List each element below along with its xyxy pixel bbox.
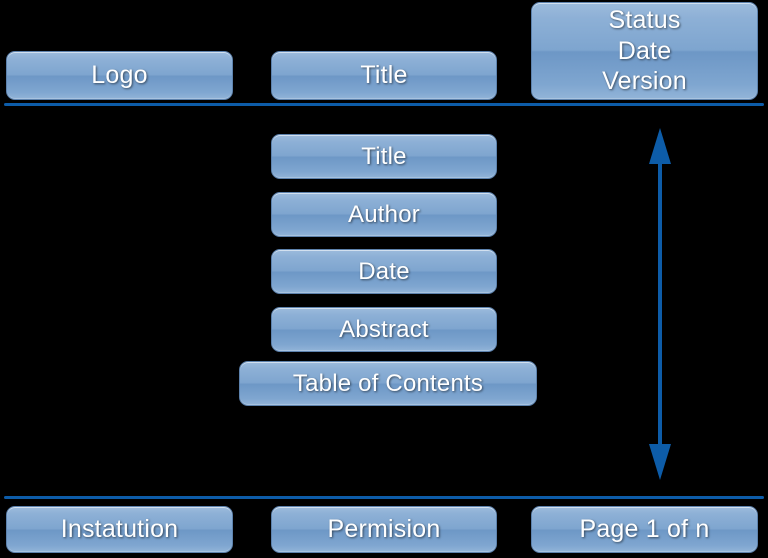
header-logo-block[interactable]: Logo: [6, 51, 233, 100]
header-logo-label: Logo: [91, 61, 148, 90]
body-abstract-block[interactable]: Abstract: [271, 307, 497, 352]
footer-institution-block[interactable]: Instatution: [6, 506, 233, 553]
footer-page-number-label: Page 1 of n: [579, 515, 710, 544]
header-divider-rule: [4, 103, 764, 106]
arrow-head-up-icon: [649, 128, 671, 164]
footer-divider-rule: [4, 496, 764, 499]
footer-page-number-block[interactable]: Page 1 of n: [531, 506, 758, 553]
arrow-shaft: [658, 162, 662, 446]
header-date-label: Date: [617, 36, 672, 65]
footer-institution-label: Instatution: [60, 515, 179, 544]
body-abstract-label: Abstract: [339, 315, 429, 343]
body-title-label: Title: [361, 142, 407, 170]
body-date-label: Date: [358, 257, 410, 285]
header-title-block[interactable]: Title: [271, 51, 497, 100]
body-table-of-contents-block[interactable]: Table of Contents: [239, 361, 537, 406]
header-status-label: Status: [608, 6, 681, 35]
double-headed-arrow-icon: [649, 128, 671, 480]
footer-permission-block[interactable]: Permision: [271, 506, 497, 553]
header-version-label: Version: [602, 67, 687, 96]
body-author-label: Author: [348, 200, 420, 228]
header-title-label: Title: [360, 61, 408, 90]
arrow-head-down-icon: [649, 444, 671, 480]
body-table-of-contents-label: Table of Contents: [292, 369, 484, 397]
body-author-block[interactable]: Author: [271, 192, 497, 237]
body-title-block[interactable]: Title: [271, 134, 497, 179]
footer-permission-label: Permision: [327, 515, 441, 544]
body-date-block[interactable]: Date: [271, 249, 497, 294]
header-status-date-version-block[interactable]: Status Date Version: [531, 2, 758, 100]
